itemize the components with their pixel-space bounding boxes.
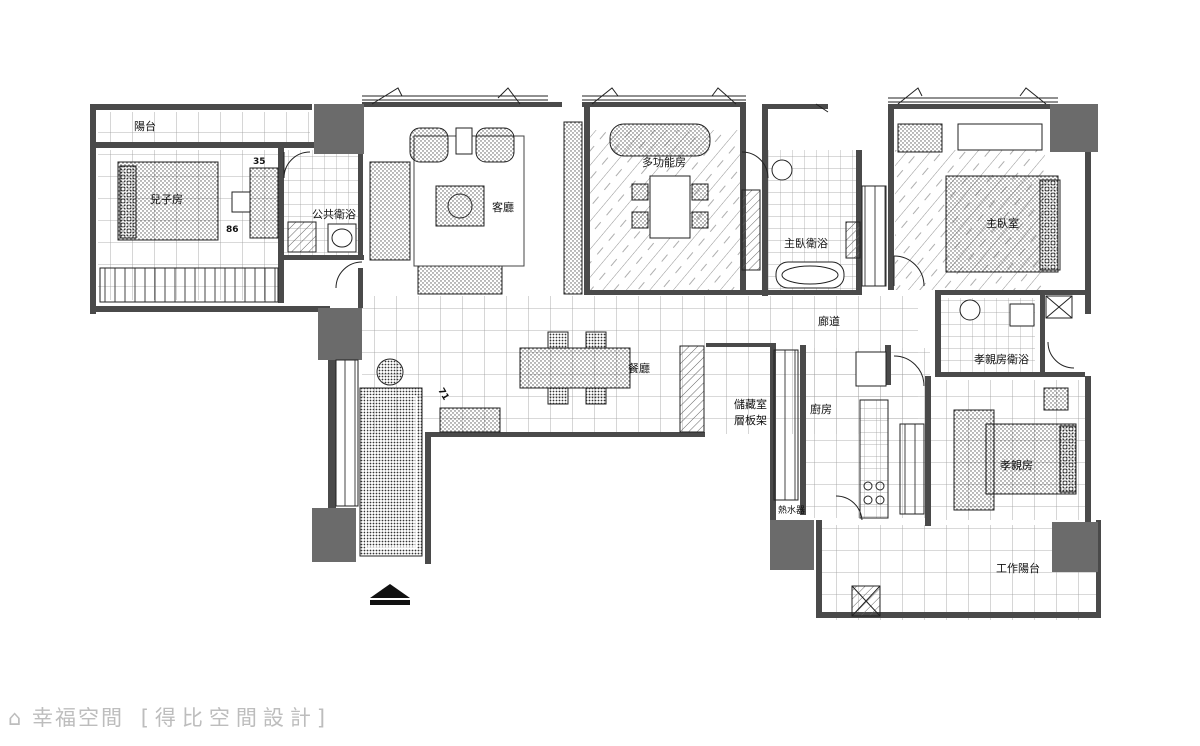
label-living-room: 客廳 (492, 200, 514, 214)
dimension-35: 35 (253, 157, 266, 167)
label-kitchen: 廚房 (810, 402, 832, 416)
label-master-bedroom: 主臥室 (986, 216, 1019, 230)
watermark-brand: 幸福空間 (32, 706, 125, 730)
label-dining: 餐廳 (628, 361, 650, 375)
windows (362, 87, 1058, 113)
label-parents-bath: 孝親房衛浴 (974, 353, 1029, 366)
walls (90, 102, 1101, 618)
entrance-arrow (370, 584, 410, 598)
entrance-arrow-base (370, 600, 410, 605)
doors (283, 151, 1075, 521)
label-multi-room: 多功能房 (642, 155, 686, 169)
dimension-86: 86 (226, 225, 239, 235)
label-service-balcony: 工作陽台 (996, 561, 1040, 575)
label-sons-room: 兒子房 (150, 193, 183, 206)
label-shelf: 層板架 (734, 413, 767, 427)
watermark-icon: ⌂ (8, 706, 24, 730)
furniture (99, 121, 1077, 617)
label-parents-room: 孝親房 (1000, 459, 1033, 472)
label-water-heater: 熱水器 (778, 504, 805, 516)
label-corridor: 廊道 (818, 314, 840, 328)
watermark-designer: [得比空間設計] (140, 706, 332, 730)
label-balcony: 陽台 (134, 119, 156, 133)
columns (312, 104, 1098, 572)
label-master-bath: 主臥衛浴 (784, 237, 828, 250)
label-public-bath: 公共衛浴 (312, 208, 356, 221)
watermark: ⌂ 幸福空間 [得比空間設計] (8, 702, 331, 732)
label-storage: 儲藏室 (734, 397, 767, 411)
